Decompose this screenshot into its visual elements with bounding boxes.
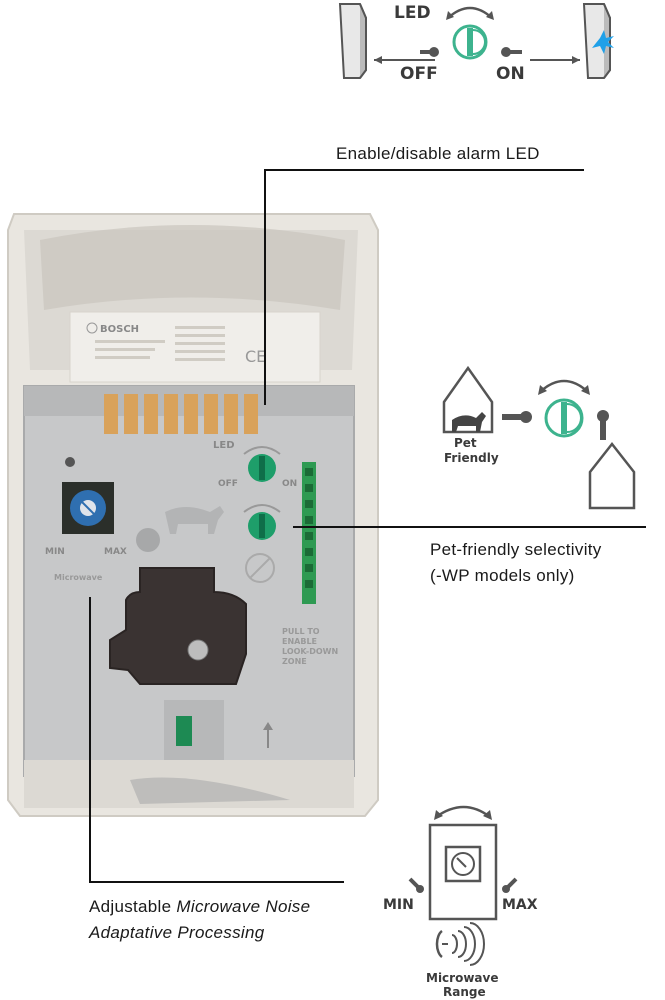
connector-pins <box>104 394 258 434</box>
zone-text-2: ENABLE <box>282 637 317 646</box>
led-off-label: OFF <box>400 64 438 84</box>
board-max-text: MAX <box>104 547 127 557</box>
lookdown-block <box>109 567 247 685</box>
pet-label-1: Pet <box>454 436 477 450</box>
led-switch-icon <box>338 3 614 79</box>
microwave-max-label: MAX <box>502 897 538 913</box>
led-on-label: ON <box>496 64 525 84</box>
microwave-min-label: MIN <box>383 897 414 913</box>
led-dial-switch <box>243 446 281 482</box>
pet-label-2: Friendly <box>444 451 499 465</box>
pet-callout-text-2: (-WP models only) <box>430 566 575 585</box>
board-min-text: MIN <box>45 547 65 557</box>
board-on-text: ON <box>282 479 297 489</box>
detector-off-icon <box>338 3 367 79</box>
brand-text: BOSCH <box>100 324 139 335</box>
house-empty-icon <box>588 441 636 510</box>
microwave-potentiometer <box>62 482 114 534</box>
zone-text-1: PULL TO <box>282 627 320 636</box>
led-label: LED <box>394 3 431 23</box>
microwave-range-label-2: Range <box>443 985 486 999</box>
led-callout-text: Enable/disable alarm LED <box>336 144 540 163</box>
pet-callout-text-1: Pet-friendly selectivity <box>430 540 602 559</box>
detector-device: BOSCH CE LED OFF ON <box>7 213 379 817</box>
microwave-callout-plain: Adjustable <box>89 897 177 916</box>
dog-icon <box>452 412 486 432</box>
svg-text:CE: CE <box>245 347 266 366</box>
board-led-text: LED <box>213 440 235 451</box>
detector-on-icon <box>582 3 614 79</box>
board-off-text: OFF <box>218 479 238 489</box>
board-microwave-text: Microwave <box>54 573 103 582</box>
microwave-range-icon <box>408 805 518 966</box>
zone-text-4: ZONE <box>282 657 307 666</box>
zone-text-3: LOOK-DOWN <box>282 647 338 656</box>
pet-dial-switch <box>243 504 281 540</box>
pet-friendly-icon <box>442 365 636 510</box>
microwave-callout-text-2: Adaptative Processing <box>89 923 265 942</box>
microwave-callout-italic-1: Microwave Noise <box>176 897 311 916</box>
microwave-range-label-1: Microwave <box>426 971 499 985</box>
microwave-callout-text-1: Adjustable Microwave Noise <box>89 894 310 920</box>
